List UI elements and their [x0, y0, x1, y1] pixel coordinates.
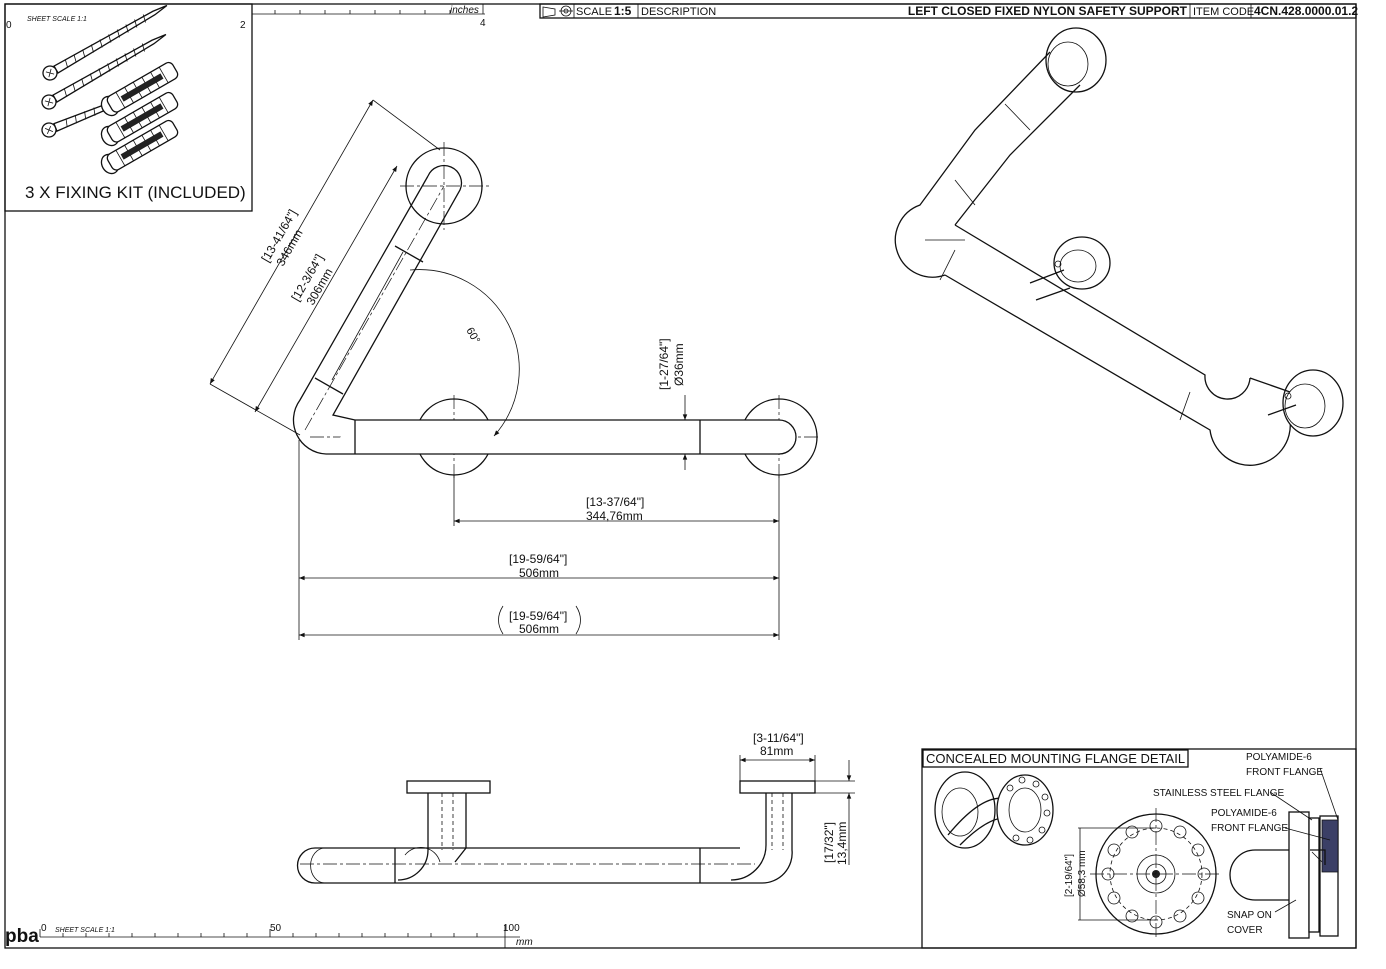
wall-plug-icon	[100, 61, 179, 117]
dim-flange-span-mm: 344,76mm	[586, 509, 643, 523]
item-code-value: 4CN.428.0000.01.2	[1254, 4, 1358, 18]
isometric-view	[894, 27, 1344, 466]
pba-logo: pba	[5, 926, 39, 947]
dim-flange-width-in: [3-11/64"]	[753, 731, 804, 745]
dim-ref-length-in: [19-59/64"]	[509, 609, 567, 623]
dim-diameter-in: [1-27/64"]	[657, 338, 671, 390]
title-block: SCALE 1:5 DESCRIPTION LEFT CLOSED FIXED …	[539, 3, 1358, 19]
mm-ruler-50: 50	[270, 923, 282, 934]
flange-detail-panel: CONCEALED MOUNTING FLANGE DETAIL	[921, 748, 1357, 949]
description-label: DESCRIPTION	[641, 6, 716, 18]
inch-ruler-4: 4	[480, 18, 486, 29]
scale-label: SCALE	[576, 6, 612, 18]
description-value: LEFT CLOSED FIXED NYLON SAFETY SUPPORT	[908, 4, 1188, 18]
dim-flange-width-mm: 81mm	[760, 744, 793, 758]
kit-sheet-scale: SHEET SCALE 1:1	[27, 16, 87, 23]
exploded-flange-icon	[934, 771, 1054, 849]
dim-flange-span-in: [13-37/64"]	[586, 495, 644, 509]
fixing-kit-caption: 3 X FIXING KIT (INCLUDED)	[25, 183, 246, 202]
mm-ruler-0: 0	[41, 923, 47, 934]
callout-snap-a: SNAP ON	[1227, 910, 1272, 921]
detail-diameter-mm: Ø58,3 mm	[1077, 850, 1088, 897]
callout-poly-front-1a: POLYAMIDE-6	[1246, 752, 1312, 763]
screw-icon	[42, 4, 168, 81]
callout-poly-front-1b: FRONT FLANGE	[1246, 767, 1323, 778]
callout-steel-flange: STAINLESS STEEL FLANGE	[1153, 788, 1284, 799]
callout-snap-b: COVER	[1227, 925, 1263, 936]
item-code-label: ITEM CODE	[1193, 6, 1254, 18]
wall-plug-icon	[100, 119, 179, 175]
screw-icon	[41, 33, 167, 110]
kit-ruler-0: 0	[6, 20, 12, 31]
inch-ruler-unit: inches	[450, 5, 479, 16]
inch-ruler: inches 4	[252, 4, 486, 29]
kit-ruler-2: 2	[240, 20, 246, 31]
mm-ruler-100: 100	[503, 923, 520, 934]
fixing-kit-box: 0 SHEET SCALE 1:1 2	[4, 3, 253, 212]
mm-ruler-sheet-scale: SHEET SCALE 1:1	[55, 927, 115, 934]
dim-flange-depth-in: [17/32"]	[822, 822, 836, 863]
wall-plug-icon	[100, 91, 179, 147]
projection-symbol-icon	[542, 5, 573, 18]
scale-value: 1:5	[614, 4, 632, 18]
front-view: [13-41/64"] 346mm [12-3/64"] 306mm 60° […	[209, 99, 820, 640]
flange-front-view: [2-19/64"] Ø58,3 mm	[1064, 808, 1222, 940]
sheet-border	[4, 3, 1357, 949]
dim-flange-depth-mm: 13,4mm	[835, 822, 849, 865]
side-view: [3-11/64"] 81mm [17/32"] 13,4mm	[296, 731, 855, 884]
detail-title: CONCEALED MOUNTING FLANGE DETAIL	[926, 751, 1185, 766]
mm-ruler: pba SHEET SCALE 1:1 0 50 100 mm	[5, 923, 533, 948]
dim-diameter-mm: Ø36mm	[672, 343, 686, 386]
dim-ref-length-mm: 506mm	[519, 622, 559, 636]
dim-total-length-mm: 506mm	[519, 566, 559, 580]
dim-total-length-in: [19-59/64"]	[509, 552, 567, 566]
mm-ruler-unit: mm	[516, 937, 533, 948]
flange-section-view	[1229, 811, 1339, 939]
dim-angle: 60°	[463, 326, 482, 346]
detail-diameter-in: [2-19/64"]	[1064, 854, 1075, 897]
callout-poly-front-2b: FRONT FLANGE	[1211, 823, 1288, 834]
callout-poly-front-2a: POLYAMIDE-6	[1211, 808, 1277, 819]
